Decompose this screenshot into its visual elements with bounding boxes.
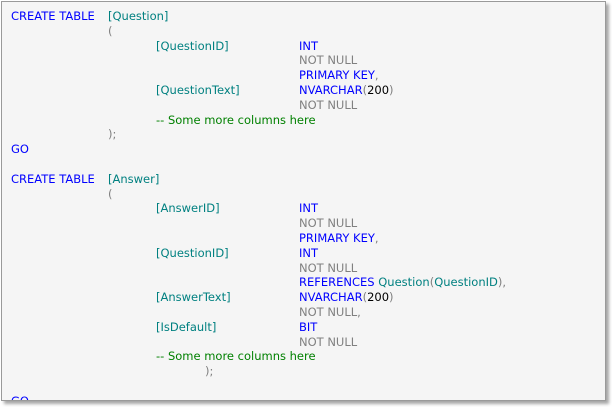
code-line: -- Some more columns here (2, 113, 602, 128)
code-token: NVARCHAR (299, 83, 363, 97)
code-token: CREATE TABLE (11, 171, 95, 186)
code-token: GO (11, 393, 29, 401)
code-token: ( (108, 186, 113, 201)
code-token: INT (299, 201, 319, 216)
code-token: NOT NULL (299, 53, 358, 68)
code-line: ( (2, 24, 602, 39)
code-token: ( (362, 290, 368, 305)
code-token: [QuestionID] (156, 38, 229, 53)
code-line (2, 157, 602, 172)
code-token: NOT NULL (299, 334, 358, 349)
code-line: NOT NULL (2, 261, 602, 276)
code-token: PRIMARY KEY (299, 231, 375, 245)
code-line: -- Some more columns here (2, 349, 602, 364)
code-line: NOT NULL, (2, 305, 602, 320)
code-token: GO (11, 142, 29, 157)
code-line: ); (2, 127, 602, 142)
code-line: NOT NULL (2, 335, 602, 350)
code-line: GO (2, 393, 602, 401)
code-token: ), (497, 275, 507, 290)
code-token: NOT NULL (299, 216, 358, 231)
code-token: [QuestionText] (156, 83, 240, 97)
code-token: 200 (367, 83, 390, 97)
code-token: -- Some more columns here (156, 349, 316, 364)
code-token: ( (429, 275, 435, 290)
code-line (2, 379, 602, 394)
code-token: NOT NULL, (299, 305, 361, 319)
code-token: NOT NULL (299, 97, 358, 112)
code-token: INT (299, 245, 319, 260)
code-line: [IsDefault] BIT (2, 320, 602, 335)
code-line: CREATE TABLE [Question] (2, 9, 602, 24)
code-token: INT (299, 38, 319, 53)
code-token: 200 (367, 290, 390, 305)
code-token: ) (389, 83, 394, 97)
code-line: ( (2, 187, 602, 202)
code-token: , (374, 231, 379, 245)
code-line: [QuestionID] INT (2, 39, 602, 54)
code-token: ) (389, 290, 394, 305)
code-line: NOT NULL (2, 53, 602, 68)
code-token: CREATE TABLE (11, 9, 95, 23)
code-token: ( (108, 23, 113, 38)
code-token: [IsDefault] (156, 319, 217, 334)
code-token: -- Some more columns here (156, 112, 316, 127)
code-line: NOT NULL (2, 98, 602, 113)
code-line: PRIMARY KEY, (2, 68, 602, 83)
code-token: NVARCHAR (299, 290, 363, 305)
code-token: BIT (299, 319, 318, 334)
code-token: [Question] (108, 9, 169, 23)
code-line: [AnswerID] INT (2, 201, 602, 216)
code-token: ); (108, 127, 117, 142)
code-token: [QuestionID] (156, 245, 229, 260)
code-token: NOT NULL (299, 260, 358, 275)
code-token: [Answer] (108, 171, 160, 186)
code-line: GO (2, 142, 602, 157)
code-line: ); (2, 364, 602, 379)
code-token: , (374, 68, 379, 83)
code-token: REFERENCES (299, 275, 375, 290)
code-line: NOT NULL (2, 216, 602, 231)
code-token: ( (362, 83, 368, 97)
code-token: [AnswerText] (156, 290, 231, 305)
code-line: [QuestionText] NVARCHAR(200) (2, 83, 602, 98)
code-line: [AnswerText] NVARCHAR(200) (2, 290, 602, 305)
code-line: PRIMARY KEY, (2, 231, 602, 246)
code-token: PRIMARY KEY (299, 68, 375, 83)
code-token: Question (374, 275, 430, 290)
code-token: ); (205, 364, 214, 379)
code-token: [AnswerID] (156, 201, 220, 216)
code-line: CREATE TABLE [Answer] (2, 172, 602, 187)
code-line: [QuestionID] INT (2, 246, 602, 261)
code-token: QuestionID (434, 275, 498, 290)
code-line: REFERENCES Question(QuestionID), (2, 275, 602, 290)
